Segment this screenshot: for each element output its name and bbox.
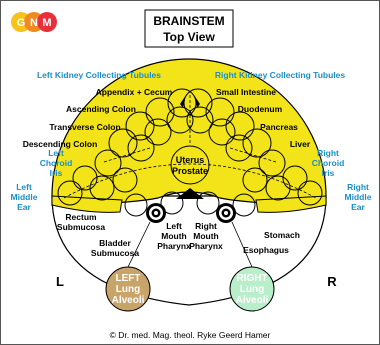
label-left-mouth-1: Left bbox=[166, 221, 182, 231]
label-right-choroid-3: Iris bbox=[322, 168, 335, 178]
logo-m: M bbox=[42, 17, 51, 29]
label-left-kidney: Left Kidney Collecting Tubules bbox=[37, 70, 161, 80]
label-uterus-2: Prostate bbox=[172, 166, 208, 176]
label-liver: Liver bbox=[290, 139, 311, 149]
label-esophagus: Esophagus bbox=[243, 245, 289, 255]
right-lung-l3: Alveoli bbox=[236, 295, 269, 306]
label-right-ear-2: Middle bbox=[345, 192, 372, 202]
side-left-label: L bbox=[56, 274, 64, 289]
label-left-ear-3: Ear bbox=[17, 202, 31, 212]
left-lung-l3: Alveoli bbox=[112, 295, 145, 306]
label-right-choroid-2: Choroid bbox=[312, 158, 345, 168]
brainstem-yellow-region bbox=[52, 59, 326, 205]
label-pancreas: Pancreas bbox=[260, 122, 298, 132]
label-transverse-colon: Transverse Colon bbox=[49, 122, 120, 132]
title-line-2: Top View bbox=[163, 30, 215, 44]
right-target-icon bbox=[216, 203, 236, 223]
label-left-mouth-2: Mouth bbox=[161, 231, 187, 241]
right-lung-l2: Lung bbox=[240, 284, 264, 295]
label-bladder-1: Bladder bbox=[99, 238, 131, 248]
left-lung-l1: LEFT bbox=[116, 273, 141, 284]
label-stomach: Stomach bbox=[264, 230, 300, 240]
label-left-mouth-3: Pharynx bbox=[157, 241, 191, 251]
left-lung-l2: Lung bbox=[116, 284, 140, 295]
label-ascending-colon: Ascending Colon bbox=[66, 104, 136, 114]
copyright-text: © Dr. med. Mag. theol. Ryke Geerd Hamer bbox=[110, 330, 271, 340]
label-right-choroid-1: Right bbox=[317, 148, 339, 158]
left-target-icon bbox=[146, 203, 166, 223]
label-right-ear-1: Right bbox=[347, 182, 369, 192]
gnm-logo: G N M bbox=[11, 12, 57, 32]
label-bladder-2: Submucosa bbox=[91, 248, 139, 258]
label-uterus-1: Uterus bbox=[176, 155, 205, 165]
side-right-label: R bbox=[327, 274, 337, 289]
label-right-mouth-2: Mouth bbox=[193, 231, 219, 241]
label-rectum-1: Rectum bbox=[65, 212, 97, 222]
logo-g: G bbox=[17, 17, 26, 29]
title-line-1: BRAINSTEM bbox=[153, 14, 224, 28]
label-left-choroid-2: Choroid bbox=[40, 158, 73, 168]
label-left-choroid-3: Iris bbox=[50, 168, 63, 178]
logo-n: N bbox=[30, 17, 38, 29]
label-left-ear-2: Middle bbox=[11, 192, 38, 202]
label-appendix: Appendix + Cecum bbox=[96, 87, 173, 97]
label-right-mouth-1: Right bbox=[195, 221, 217, 231]
right-lung-l1: RIGHT bbox=[236, 273, 267, 284]
label-left-ear-1: Left bbox=[16, 182, 32, 192]
label-small-intestine: Small Intestine bbox=[216, 87, 276, 97]
label-right-ear-3: Ear bbox=[351, 202, 365, 212]
label-duodenum: Duodenum bbox=[238, 104, 283, 114]
label-rectum-2: Submucosa bbox=[57, 222, 105, 232]
label-right-kidney: Right Kidney Collecting Tubules bbox=[215, 70, 345, 80]
label-right-mouth-3: Pharynx bbox=[189, 241, 223, 251]
label-left-choroid-1: Left bbox=[48, 148, 64, 158]
